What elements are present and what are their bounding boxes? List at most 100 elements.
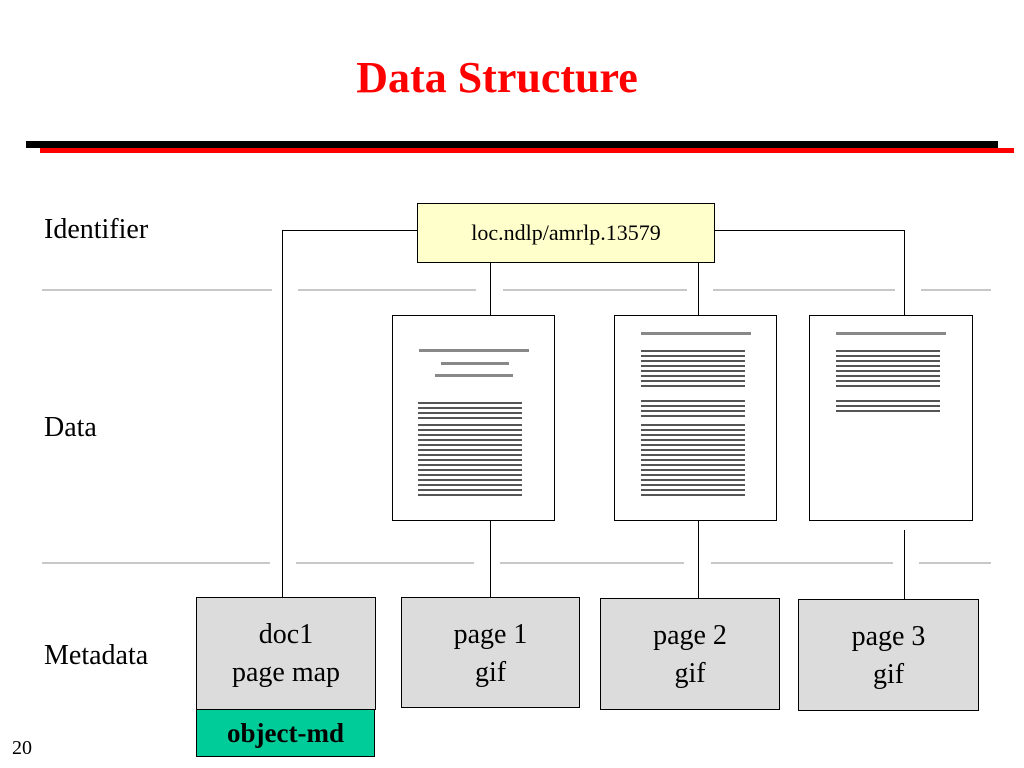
metadata-box-page-1: page 1 gif — [401, 597, 580, 708]
metadata-box-line2: gif — [474, 657, 507, 688]
text-line — [641, 365, 745, 367]
text-line — [836, 360, 940, 362]
row-label-data: Data — [44, 412, 97, 443]
object-md-badge: object-md — [196, 709, 375, 757]
metadata-box-line1: page 3 — [851, 621, 926, 652]
text-line — [641, 494, 745, 496]
page-2-document — [614, 315, 777, 521]
divider-lower-1 — [42, 562, 270, 564]
text-line — [836, 370, 940, 372]
text-line — [836, 365, 940, 367]
title-rule-red — [40, 148, 1014, 153]
text-line — [418, 479, 522, 481]
text-line — [418, 424, 522, 426]
text-line — [641, 454, 745, 456]
slide-title: Data Structure — [356, 53, 638, 102]
divider-upper-3 — [503, 289, 687, 291]
divider-lower-4 — [711, 562, 893, 564]
text-line — [418, 454, 522, 456]
row-label-metadata: Metadata — [44, 640, 149, 671]
text-line — [641, 355, 745, 357]
connector-to-page1-doc — [490, 263, 491, 316]
metadata-box-doc1: doc1 page map — [196, 597, 376, 710]
text-line — [641, 415, 745, 417]
title-rule-black — [26, 141, 998, 148]
text-line — [641, 385, 745, 387]
metadata-box-line2: gif — [674, 658, 706, 689]
text-line — [836, 410, 940, 412]
metadata-box-line1: page 2 — [653, 620, 727, 651]
text-line — [641, 469, 745, 471]
text-line — [418, 412, 522, 414]
text-line — [641, 375, 745, 377]
text-line — [418, 429, 522, 431]
text-line — [641, 484, 745, 486]
text-line — [836, 332, 946, 335]
metadata-box-page-2: page 2 gif — [600, 598, 780, 710]
text-line — [435, 374, 513, 377]
text-line — [641, 370, 745, 372]
text-line — [418, 484, 522, 486]
text-line — [641, 405, 745, 407]
text-line — [418, 494, 522, 496]
text-line — [641, 464, 745, 466]
text-line — [418, 464, 522, 466]
divider-upper-5 — [921, 289, 991, 291]
text-line — [418, 434, 522, 436]
text-line — [641, 424, 745, 426]
text-line — [641, 332, 751, 335]
text-line — [418, 407, 522, 409]
divider-upper-1 — [42, 289, 272, 291]
divider-lower-2 — [296, 562, 474, 564]
connector-to-doc1 — [282, 230, 283, 598]
text-line — [641, 410, 745, 412]
text-line — [641, 474, 745, 476]
row-label-identifier: Identifier — [44, 214, 149, 245]
metadata-box-line2: page map — [231, 657, 341, 688]
connector-to-page3-doc — [904, 230, 905, 316]
divider-upper-2 — [298, 289, 476, 291]
slide-number: 20 — [12, 737, 32, 759]
metadata-box-line1: page 1 — [453, 619, 528, 650]
page-1-document — [392, 315, 555, 521]
text-line — [418, 474, 522, 476]
connector-to-page2-doc — [698, 263, 699, 316]
text-line — [641, 360, 745, 362]
text-line — [641, 449, 745, 451]
connector-page3-to-meta — [904, 530, 905, 600]
text-line — [418, 444, 522, 446]
text-line — [641, 459, 745, 461]
text-line — [418, 402, 522, 404]
text-line — [641, 444, 745, 446]
text-line — [641, 439, 745, 441]
text-line — [641, 350, 745, 352]
text-line — [641, 489, 745, 491]
connector-page1-to-meta — [490, 520, 491, 598]
text-line — [836, 405, 940, 407]
text-line — [641, 434, 745, 436]
identifier-box: loc.ndlp/amrlp.13579 — [417, 203, 715, 263]
text-line — [418, 449, 522, 451]
divider-lower-5 — [919, 562, 991, 564]
connector-identifier-left — [282, 230, 418, 231]
text-line — [836, 385, 940, 387]
text-line — [418, 459, 522, 461]
connector-identifier-right — [715, 230, 905, 231]
text-line — [836, 350, 940, 352]
text-line — [641, 400, 745, 402]
text-line — [419, 349, 529, 352]
text-line — [836, 380, 940, 382]
text-line — [641, 429, 745, 431]
text-line — [418, 439, 522, 441]
text-line — [836, 400, 940, 402]
metadata-box-page-3: page 3 gif — [798, 599, 979, 711]
metadata-box-line1: doc1 — [258, 619, 314, 650]
page-3-document — [809, 315, 973, 521]
text-line — [418, 469, 522, 471]
divider-upper-4 — [713, 289, 895, 291]
metadata-box-line2: gif — [872, 659, 905, 690]
text-line — [441, 362, 509, 365]
text-line — [418, 417, 522, 419]
text-line — [641, 380, 745, 382]
text-line — [641, 479, 745, 481]
